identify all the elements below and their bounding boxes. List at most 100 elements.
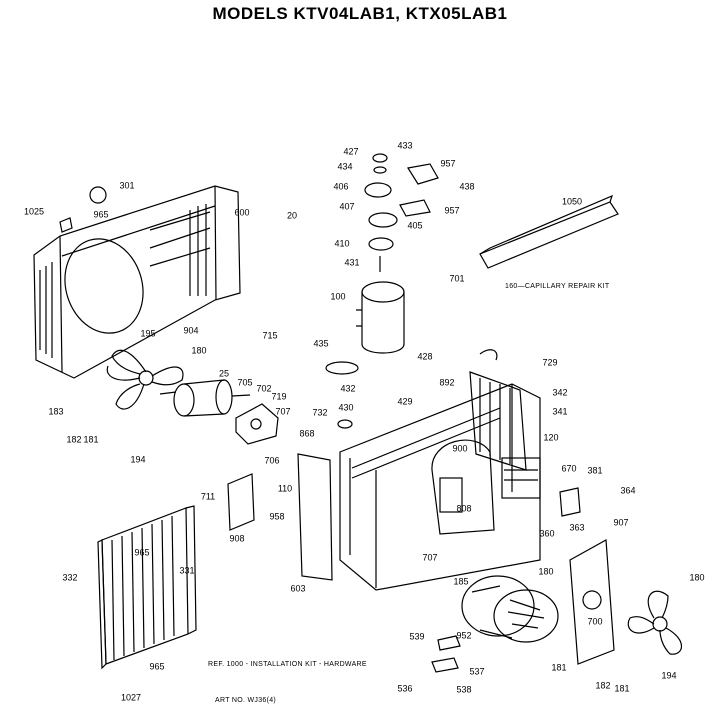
part-callout-label: 407 (339, 201, 355, 212)
access-cover (227, 473, 255, 531)
part-callout-label: 185 (453, 576, 469, 587)
part-callout-label: 381 (587, 465, 603, 476)
part-callout-label: 360 (539, 528, 555, 539)
part-callout-label: 808 (456, 503, 472, 514)
part-callout-label: 430 (338, 402, 354, 413)
part-callout-label: 957 (440, 158, 456, 169)
part-callout-label: 432 (340, 383, 356, 394)
capillary-kit-note: 160—CAPILLARY REPAIR KIT (505, 283, 610, 290)
part-callout-label: 182 (66, 434, 82, 445)
part-callout-label: 1027 (120, 692, 142, 703)
part-callout-label: 110 (277, 483, 293, 494)
part-callout-label: 180 (538, 566, 554, 577)
fan-motor (159, 379, 251, 417)
compressor-fittings (364, 153, 439, 272)
part-callout-label: 732 (312, 407, 328, 418)
motor-bracket (235, 403, 279, 445)
page-title: MODELS KTV04LAB1, KTX05LAB1 (212, 4, 508, 23)
part-callout-label: 20 (286, 210, 298, 221)
part-callout-label: 405 (407, 220, 423, 231)
part-callout-label: 434 (337, 161, 353, 172)
part-callout-label: 182 (595, 680, 611, 691)
part-callout-label: 431 (344, 257, 360, 268)
part-callout-label: 194 (130, 454, 146, 465)
part-callout-label: 100 (330, 291, 346, 302)
part-callout-label: 181 (551, 662, 567, 673)
part-callout-label: 900 (452, 443, 468, 454)
front-grille (97, 505, 197, 670)
part-callout-label: 715 (262, 330, 278, 341)
evaporator-fan-blade (627, 590, 683, 655)
outer-case (33, 185, 241, 379)
blower-wheel (461, 575, 559, 643)
part-callout-label: 536 (397, 683, 413, 694)
control-box (501, 457, 541, 499)
part-callout-label: 706 (264, 455, 280, 466)
part-callout-label: 907 (613, 517, 629, 528)
installation-kit-note: REF. 1000 - INSTALLATION KIT - HARDWARE (208, 661, 367, 668)
part-callout-label: 908 (229, 533, 245, 544)
part-callout-label: 120 (543, 432, 559, 443)
part-callout-label: 965 (149, 661, 165, 672)
part-callout-label: 600 (234, 207, 250, 218)
part-callout-label: 707 (275, 406, 291, 417)
part-callout-label: 433 (397, 140, 413, 151)
hardware-parts (59, 186, 498, 673)
part-callout-label: 427 (343, 146, 359, 157)
part-callout-label: 195 (140, 328, 156, 339)
part-callout-label: 957 (444, 205, 460, 216)
part-callout-label: 438 (459, 181, 475, 192)
part-callout-label: 301 (119, 180, 135, 191)
part-callout-label: 181 (83, 434, 99, 445)
part-callout-label: 700 (587, 616, 603, 627)
scroll-housing (431, 439, 495, 535)
part-callout-label: 539 (409, 631, 425, 642)
part-callout-label: 363 (569, 522, 585, 533)
part-callout-label: 183 (48, 406, 64, 417)
part-callout-label: 892 (439, 377, 455, 388)
compressor-mount-plate (325, 361, 359, 375)
part-callout-label: 194 (661, 670, 677, 681)
part-callout-label: 670 (561, 463, 577, 474)
part-callout-label: 719 (271, 391, 287, 402)
part-callout-label: 429 (397, 396, 413, 407)
part-callout-label: 958 (269, 511, 285, 522)
part-callout-label: 341 (552, 406, 568, 417)
control-bracket (559, 487, 581, 517)
part-callout-label: 410 (334, 238, 350, 249)
part-callout-label: 537 (469, 666, 485, 677)
compressor (356, 281, 405, 354)
part-callout-label: 364 (620, 485, 636, 496)
part-callout-label: 965 (93, 209, 109, 220)
bulkhead-plate (569, 539, 615, 665)
part-callout-label: 25 (218, 368, 230, 379)
part-callout-label: 701 (449, 273, 465, 284)
art-number-note: ART NO. WJ36(4) (215, 697, 277, 704)
part-callout-label: 868 (299, 428, 315, 439)
part-callout-label: 435 (313, 338, 329, 349)
part-callout-label: 707 (422, 552, 438, 563)
part-callout-label: 1025 (23, 206, 45, 217)
part-callout-label: 331 (179, 565, 195, 576)
part-callout-label: 406 (333, 181, 349, 192)
part-callout-label: 729 (542, 357, 558, 368)
part-callout-label: 904 (183, 325, 199, 336)
part-callout-label: 705 (237, 377, 253, 388)
chassis-base (297, 383, 541, 591)
part-callout-label: 538 (456, 684, 472, 695)
part-callout-label: 603 (290, 583, 306, 594)
condenser-fan-blade (106, 349, 184, 410)
part-callout-label: 711 (200, 491, 216, 502)
part-callout-label: 181 (614, 683, 630, 694)
part-callout-label: 180 (689, 572, 705, 583)
capillary-bar (479, 194, 619, 269)
part-callout-label: 428 (417, 351, 433, 362)
part-callout-label: 180 (191, 345, 207, 356)
part-callout-label: 702 (256, 383, 272, 394)
part-callout-label: 342 (552, 387, 568, 398)
part-callout-label: 965 (134, 547, 150, 558)
part-callout-label: 1050 (561, 196, 583, 207)
part-callout-label: 952 (456, 630, 472, 641)
